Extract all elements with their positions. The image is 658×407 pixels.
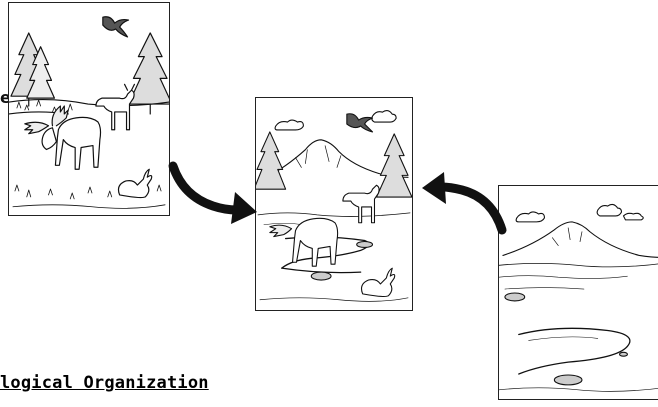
animals-forest-illustration bbox=[9, 16, 169, 209]
elk-icon bbox=[95, 83, 136, 131]
rabbit-icon bbox=[117, 168, 153, 199]
cloud-icon bbox=[274, 119, 304, 131]
cloud-icon bbox=[596, 203, 623, 217]
arrow-into-center-from-right bbox=[422, 172, 507, 235]
panel-animals-forest bbox=[8, 2, 170, 216]
pine-tree-icon bbox=[375, 133, 412, 198]
diagram-title: logical Organization bbox=[0, 373, 209, 393]
river-icon bbox=[518, 327, 631, 375]
panel-landscape bbox=[498, 185, 658, 400]
cloud-icon bbox=[371, 110, 397, 123]
cloud-icon bbox=[622, 212, 644, 221]
landscape-illustration bbox=[499, 203, 658, 392]
pine-tree-icon bbox=[256, 131, 287, 190]
moose-icon bbox=[269, 217, 339, 267]
bird-icon bbox=[346, 113, 374, 133]
elk-icon bbox=[342, 184, 380, 224]
arrow-into-center-from-left bbox=[168, 161, 257, 224]
rabbit-icon bbox=[360, 267, 396, 298]
truncated-heading-letter: e bbox=[0, 88, 11, 107]
pine-tree-icon bbox=[127, 32, 169, 115]
pine-tree-icon bbox=[26, 46, 56, 99]
river-icon bbox=[281, 236, 370, 274]
cloud-icon bbox=[515, 211, 545, 223]
combined-ecosystem-illustration bbox=[256, 110, 412, 302]
bird-icon bbox=[102, 16, 130, 38]
panel-combined-ecosystem bbox=[255, 97, 413, 311]
moose-icon bbox=[24, 105, 102, 170]
